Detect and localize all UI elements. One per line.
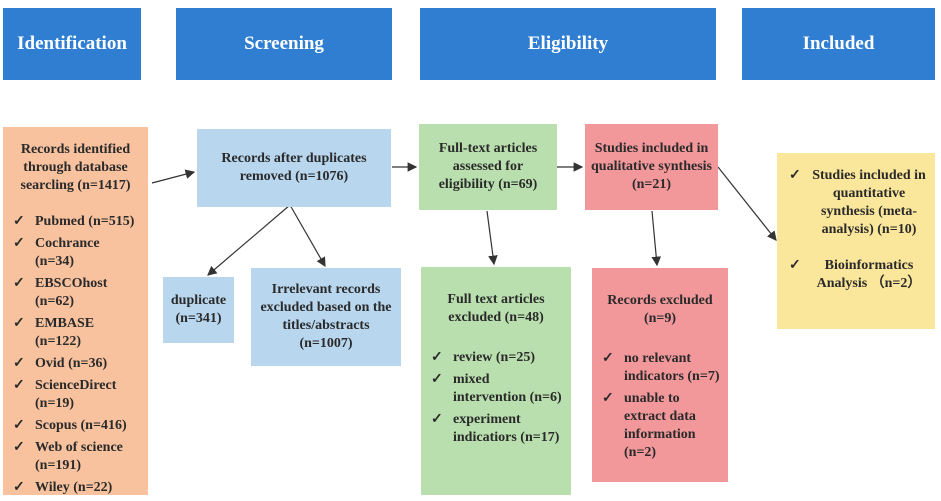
check-icon: ✓ (13, 276, 25, 291)
check-icon: ✓ (13, 214, 25, 229)
records-after-duplicates-box: Records after duplicates removed (n=1076… (197, 129, 391, 207)
exclusion-reason: ✓mixed intervention (n=6) (431, 372, 562, 405)
qualitative-synthesis-text: Studies included in qualitative synthesi… (591, 141, 712, 192)
check-icon: ✓ (431, 412, 443, 427)
database-item: ✓Wiley (n=22) (13, 480, 113, 495)
included-box: ✓Studies included in quantitative synthe… (777, 153, 935, 329)
stage-screening: Screening (176, 8, 392, 80)
database-item: ✓Cochrance (n=34) (13, 236, 100, 269)
exclusion-reason: ✓unable to extract data information (n=2… (602, 391, 696, 460)
check-icon: ✓ (789, 258, 801, 273)
database-item: ✓EMBASE (n=122) (13, 316, 95, 349)
full-text-excluded-title: Full text articles excluded (n=48) (447, 292, 545, 325)
arrow-identification-to-screening (151, 169, 196, 184)
exclusion-reason: ✓experiment indicatiors (n=17) (431, 412, 560, 445)
exclusion-reason: ✓no relevant indicators (n=7) (602, 351, 720, 384)
check-icon: ✓ (13, 236, 25, 251)
full-text-assessed-box: Full-text articles assessed for eligibil… (419, 124, 557, 210)
database-list: ✓Pubmed (n=515) ✓Cochrance (n=34) ✓EBSCO… (9, 213, 142, 497)
exclusion-reasons-list: ✓review (n=25) ✓mixed intervention (n=6)… (427, 349, 565, 447)
check-icon: ✓ (602, 351, 614, 366)
records-excluded-title: Records excluded (n=9) (607, 293, 713, 326)
check-icon: ✓ (13, 418, 25, 433)
check-icon: ✓ (789, 168, 801, 183)
check-icon: ✓ (13, 440, 25, 455)
arrow-qualitative-to-included (717, 166, 777, 241)
exclusion-reason: ✓review (n=25) (431, 350, 535, 365)
included-item: ✓Studies included in quantitative synthe… (789, 168, 926, 237)
check-icon: ✓ (13, 480, 25, 495)
arrow-screening-to-duplicate (207, 204, 291, 276)
records-excluded-reasons: ✓no relevant indicators (n=7) ✓unable to… (598, 350, 722, 462)
records-excluded-box: Records excluded (n=9) ✓no relevant indi… (592, 268, 728, 482)
check-icon: ✓ (431, 350, 443, 365)
arrow-qualitative-to-records-excluded (651, 210, 662, 267)
identification-title: Records identified through database sear… (20, 142, 131, 193)
identification-box: Records identified through database sear… (3, 127, 148, 495)
duplicate-box: duplicate (n=341) (163, 277, 234, 343)
irrelevant-records-box: Irrelevant records excluded based on the… (251, 268, 401, 366)
records-after-duplicates-text: Records after duplicates removed (n=1076… (221, 151, 367, 184)
stage-included: Included (742, 8, 935, 80)
full-text-assessed-text: Full-text articles assessed for eligibil… (438, 141, 538, 192)
database-item: ✓Pubmed (n=515) (13, 214, 135, 229)
arrow-screening-to-irrelevant (289, 204, 326, 268)
database-item: ✓Scopus (n=416) (13, 418, 127, 433)
full-text-excluded-box: Full text articles excluded (n=48) ✓revi… (421, 267, 571, 495)
included-list: ✓Studies included in quantitative synthe… (785, 167, 927, 293)
included-item: ✓Bioinformatics Analysis （n=2） (789, 258, 922, 291)
check-icon: ✓ (13, 316, 25, 331)
database-item: ✓EBSCOhost (n=62) (13, 276, 108, 309)
irrelevant-records-text: Irrelevant records excluded based on the… (260, 282, 392, 351)
stage-eligibility: Eligibility (420, 8, 716, 80)
database-item: ✓Ovid (n=36) (13, 356, 108, 371)
qualitative-synthesis-box: Studies included in qualitative synthesi… (585, 124, 718, 210)
database-item: ✓Web of science (n=191) (13, 440, 123, 473)
stage-identification: Identification (3, 8, 141, 80)
database-item: ✓ScienceDirect (n=19) (13, 378, 117, 411)
duplicate-text: duplicate (n=341) (170, 293, 227, 326)
check-icon: ✓ (602, 391, 614, 406)
check-icon: ✓ (13, 378, 25, 393)
check-icon: ✓ (13, 356, 25, 371)
arrow-assessed-to-excluded (486, 210, 498, 266)
check-icon: ✓ (431, 372, 443, 387)
